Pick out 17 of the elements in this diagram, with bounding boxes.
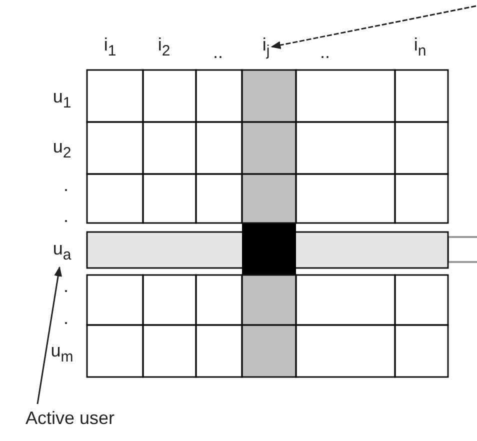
ellipsis: . <box>64 276 68 296</box>
column-header: i$_{1}$ <box>104 34 116 62</box>
row-header: u$_{1}$ <box>52 86 72 114</box>
ellipsis: .. <box>320 42 330 62</box>
column-header: i$_{n}$ <box>414 34 426 62</box>
column-header: i$_{j}$ <box>262 34 270 62</box>
ellipsis: . <box>64 175 68 195</box>
row-header: u$_{m}$ <box>50 340 74 368</box>
row-header: u$_{a}$ <box>52 238 72 266</box>
ellipsis: . <box>64 308 68 328</box>
annotation-text: Active user <box>25 408 115 428</box>
row-header: u$_{2}$ <box>52 136 72 164</box>
arrow <box>36 266 62 404</box>
column-header: i$_{2}$ <box>158 34 170 62</box>
ellipsis: .. <box>213 42 223 62</box>
arrow <box>270 5 476 50</box>
ellipsis: . <box>64 206 68 226</box>
